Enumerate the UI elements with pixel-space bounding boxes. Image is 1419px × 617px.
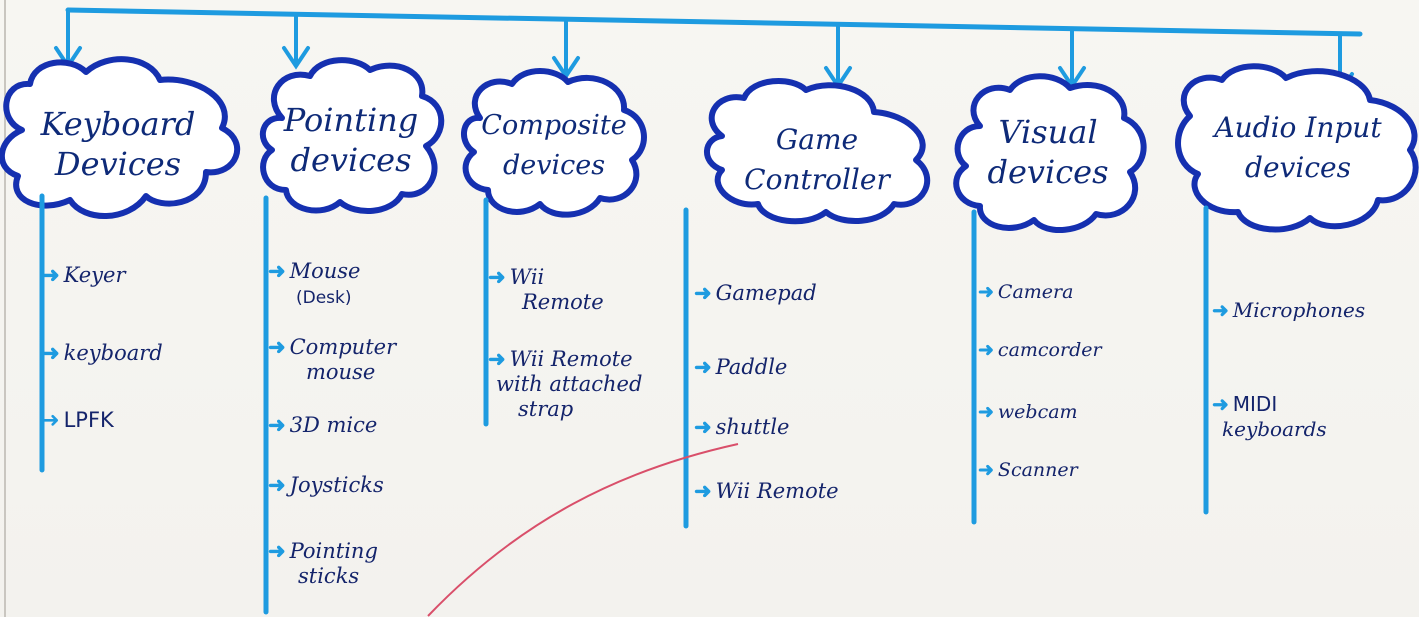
arrow-icon: ➜: [1212, 298, 1229, 322]
item-label: LPFK: [63, 408, 114, 432]
item-label: Microphones: [1232, 298, 1366, 322]
item-label: Wii: [509, 265, 545, 289]
arrow-icon: ➜: [694, 354, 712, 379]
arrow-icon: ➜: [488, 346, 506, 371]
arrow-icon: ➜: [694, 280, 712, 305]
cloud-visual: [953, 73, 1147, 234]
title-line-1: Pointing: [283, 101, 419, 139]
arrow-icon: ➜: [268, 412, 286, 437]
margin-line: [4, 0, 6, 617]
arrow-icon: ➜: [488, 264, 506, 289]
list-item-camera: ➜Camera: [978, 280, 1073, 305]
arrow-icon: ➜: [42, 340, 60, 365]
arrow-icon: ➜: [694, 478, 712, 503]
item-label: Gamepad: [715, 281, 817, 305]
cloud-game: [704, 78, 931, 225]
list-item-3d-mice: ➜3D mice: [268, 412, 377, 438]
title-line-1: Keyboard: [40, 105, 196, 143]
arrow-icon: ➜: [268, 538, 286, 563]
top-connector: [65, 7, 1363, 37]
list-item-lpfk: ➜LPFK: [42, 408, 114, 433]
arrow-icon: ➜: [694, 414, 712, 439]
cloud-keyboard: [0, 56, 241, 219]
list-item-keyboard: ➜keyboard: [42, 340, 163, 366]
arrow-icon: ➜: [268, 334, 286, 359]
list-item-keyer: ➜Keyer: [42, 262, 126, 288]
title-line-2: devices: [502, 150, 606, 181]
cloud-title-composite: Composite devices: [466, 106, 642, 186]
branch-lines: [39, 193, 1209, 615]
item-label: MIDI: [1232, 392, 1278, 416]
list-item-wii-remote-game: ➜Wii Remote: [694, 478, 839, 504]
title-line-1: Visual: [998, 113, 1098, 151]
item-label: camcorder: [997, 339, 1102, 361]
item-label-3: strap: [518, 397, 574, 421]
cloud-title-audio: Audio Input devices: [1180, 108, 1416, 188]
arrow-icon: ➜: [978, 339, 994, 361]
item-label: Camera: [997, 281, 1074, 303]
title-line-2: devices: [1245, 151, 1351, 184]
item-label: webcam: [997, 401, 1078, 423]
list-item-shuttle: ➜shuttle: [694, 414, 789, 440]
title-line-1: Game: [775, 123, 859, 156]
item-label: shuttle: [715, 415, 790, 439]
item-label-2: keyboards: [1222, 417, 1327, 441]
list-item-camcorder: ➜camcorder: [978, 338, 1102, 363]
item-label: Scanner: [997, 459, 1078, 481]
list-item-webcam: ➜webcam: [978, 400, 1078, 425]
item-label-2: Remote: [522, 290, 604, 314]
arrow-icon: ➜: [42, 262, 60, 287]
item-label: Wii Remote: [715, 479, 839, 503]
arrow-icon: ➜: [1212, 392, 1229, 416]
item-label-2: mouse: [306, 360, 376, 384]
cloud-audio: [1175, 63, 1419, 233]
red-pen-stroke: [427, 443, 739, 617]
list-item-microphones: ➜Microphones: [1212, 298, 1365, 323]
arrow-icon: ➜: [268, 258, 286, 283]
title-line-2: devices: [290, 141, 412, 179]
arrow-icon: ➜: [978, 459, 994, 481]
arrow-icon: ➜: [978, 401, 994, 423]
cloud-title-keyboard: Keyboard Devices: [8, 104, 228, 184]
list-item-mouse-desk: ➜Mouse (Desk): [268, 258, 360, 311]
item-label-2: (Desk): [296, 288, 352, 308]
item-label: keyboard: [63, 341, 163, 365]
cloud-title-visual: Visual devices: [962, 112, 1134, 192]
item-label: Joysticks: [289, 473, 384, 497]
item-label-2: with attached: [496, 372, 643, 396]
cloud-title-pointing: Pointing devices: [266, 100, 436, 180]
title-line-1: Audio Input: [1214, 111, 1382, 144]
item-label: Keyer: [63, 263, 126, 287]
arrow-icon: ➜: [268, 472, 286, 497]
item-label: Mouse: [289, 259, 361, 283]
title-line-1: Composite: [481, 110, 627, 141]
cloud-composite: [461, 68, 647, 218]
arrow-icon: ➜: [42, 408, 60, 432]
title-line-2: Controller: [744, 163, 890, 196]
arrow-icon: ➜: [978, 281, 994, 303]
cloud-pointing: [259, 57, 445, 215]
title-line-2: devices: [987, 153, 1109, 191]
item-label: Computer: [289, 335, 397, 359]
cloud-title-game: Game Controller: [712, 120, 922, 200]
item-label: 3D mice: [289, 413, 378, 437]
item-label: Paddle: [715, 355, 788, 379]
list-item-scanner: ➜Scanner: [978, 458, 1078, 483]
item-label-2: sticks: [298, 564, 360, 588]
list-item-paddle: ➜Paddle: [694, 354, 787, 380]
list-item-joysticks: ➜Joysticks: [268, 472, 384, 498]
item-label: Wii Remote: [509, 347, 633, 371]
title-line-2: Devices: [54, 145, 182, 183]
list-item-gamepad: ➜Gamepad: [694, 280, 817, 306]
item-label: Pointing: [289, 539, 378, 563]
